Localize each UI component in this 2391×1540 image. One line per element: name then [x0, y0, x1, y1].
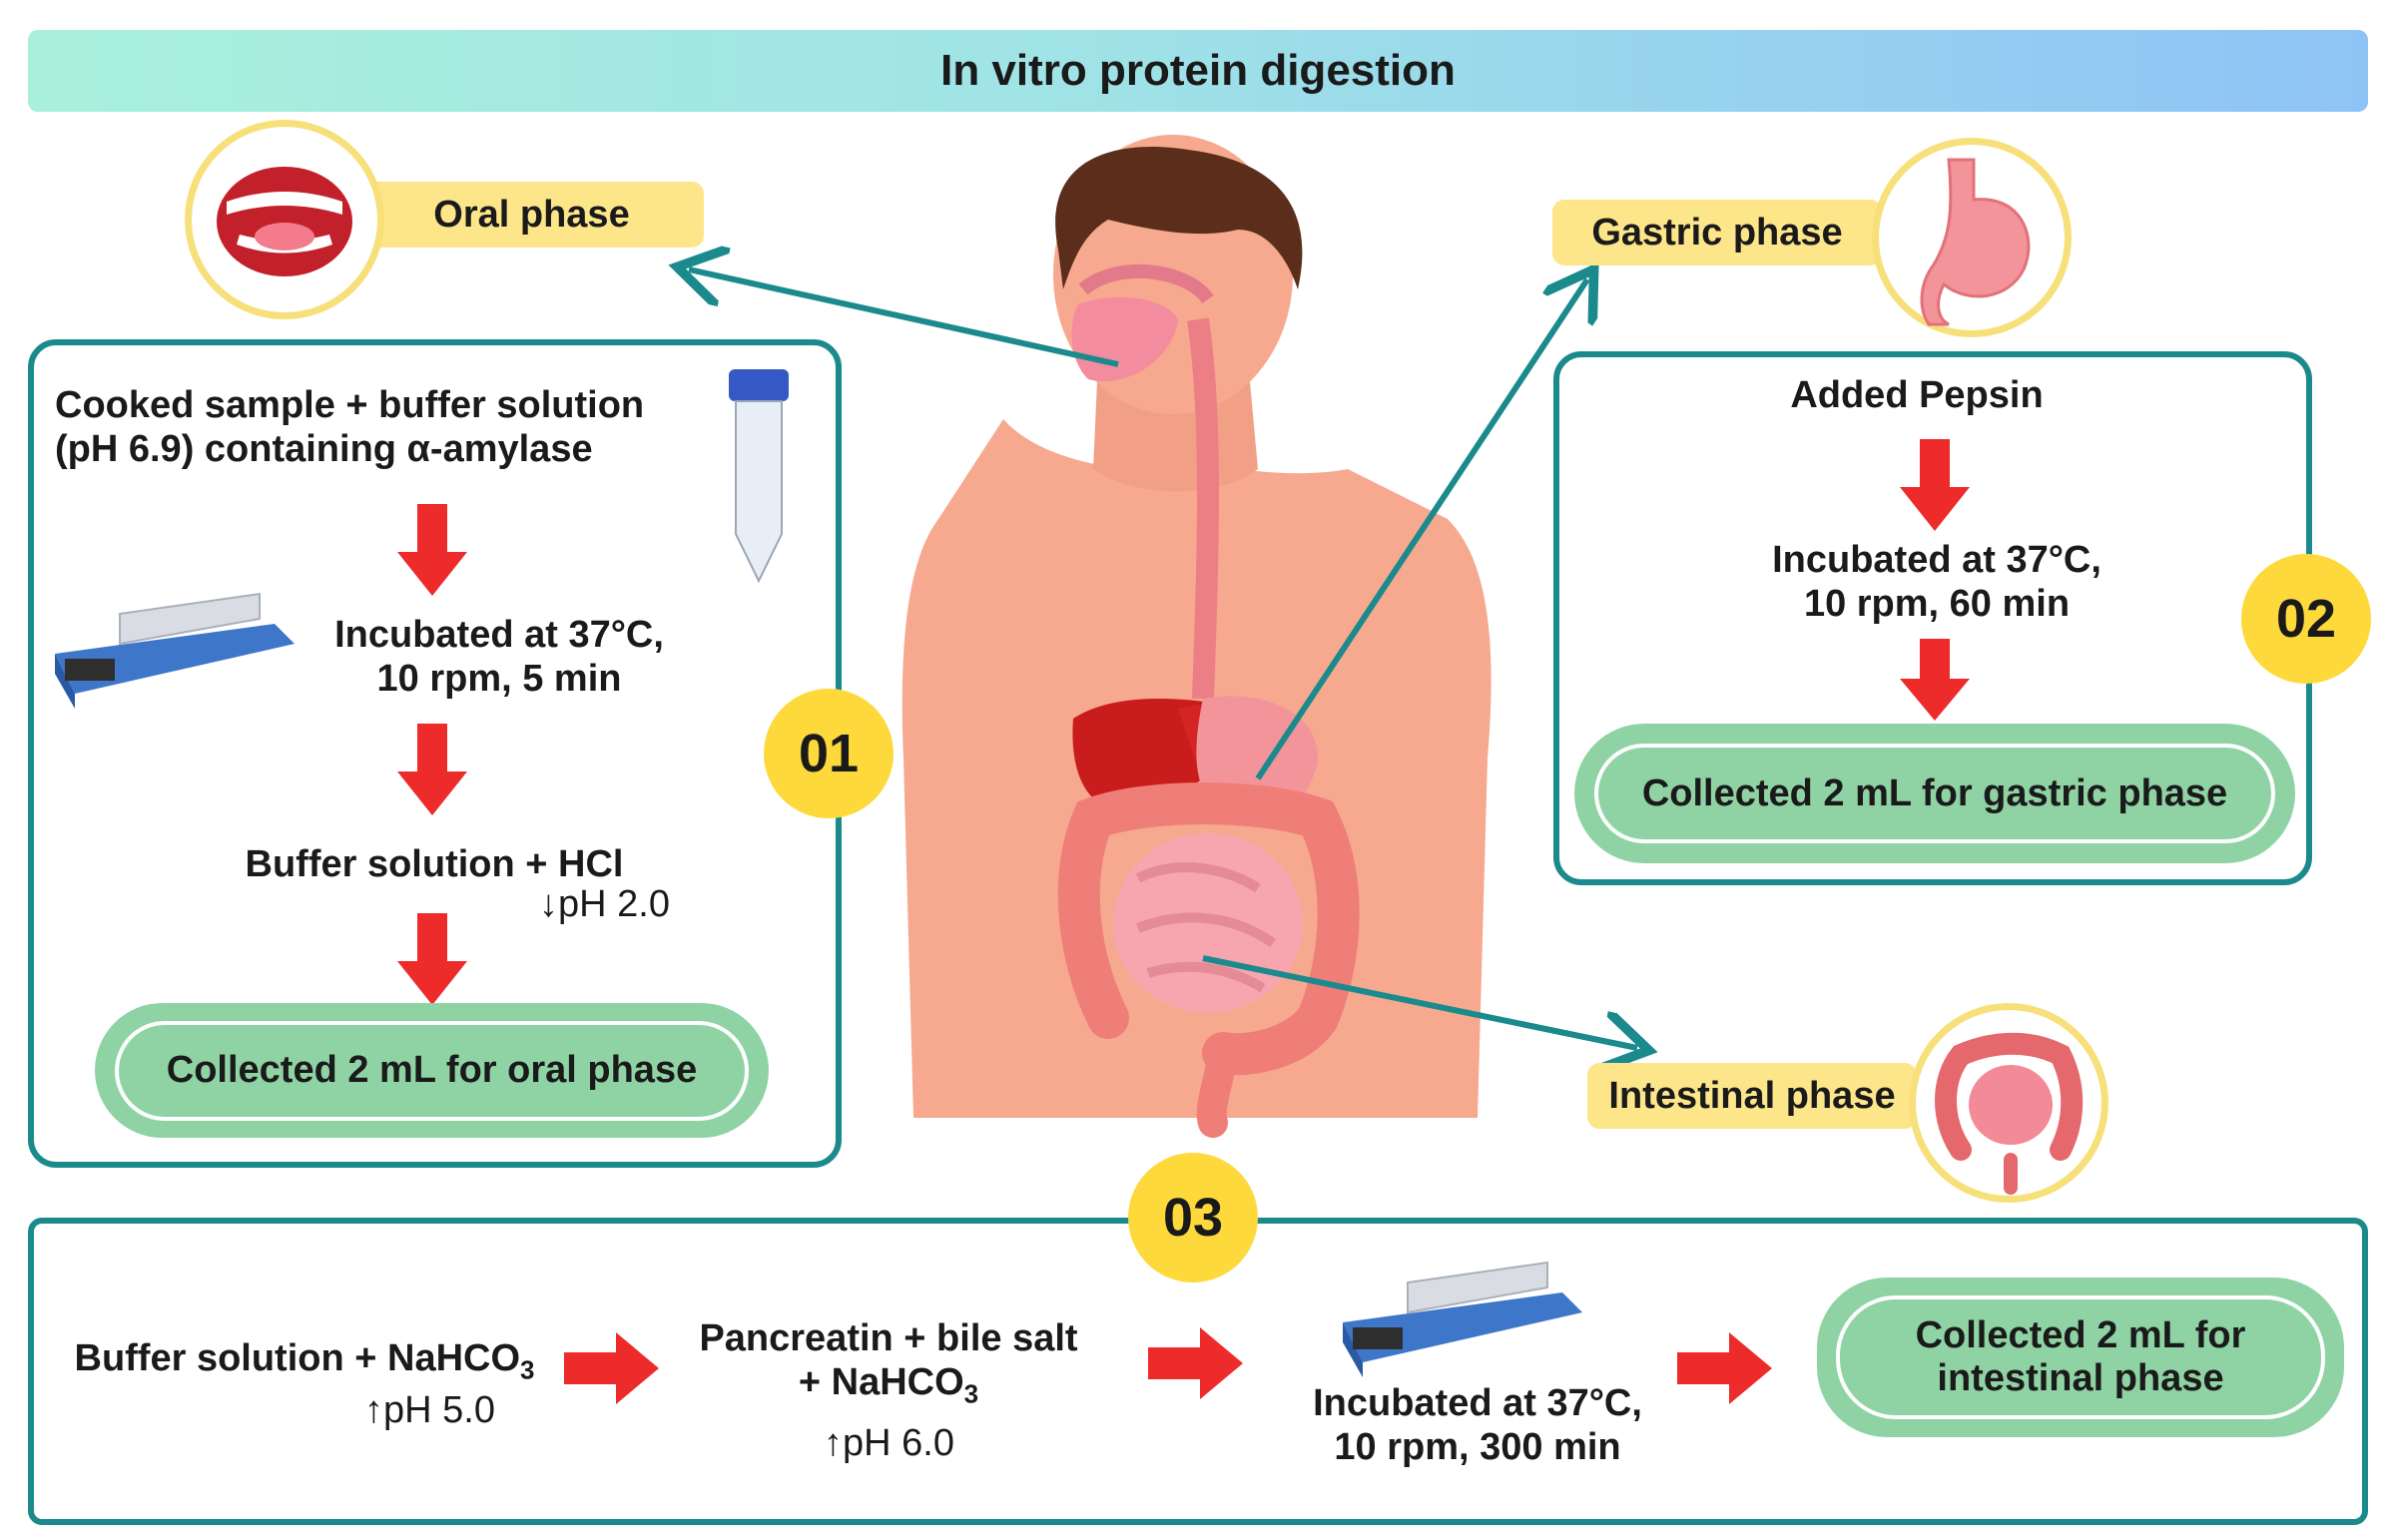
intestinal-step1-ph: ↑pH 5.0 — [364, 1389, 495, 1431]
gastric-arrow-2 — [1900, 639, 1970, 721]
oral-ph-text: ↓pH 2.0 — [539, 883, 670, 925]
oral-sample-text: Cooked sample + buffer solution (pH 6.9)… — [55, 384, 645, 470]
intestinal-collect-pill: Collected 2 mL for intestinal phase — [1817, 1278, 2344, 1437]
intestinal-incubate-text: Incubated at 37°C, 10 rpm, 300 min — [1313, 1382, 1642, 1468]
gastric-phase-label: Gastric phase — [1552, 200, 1882, 265]
gastric-incubate-text: Incubated at 37°C, 10 rpm, 60 min — [1772, 539, 2101, 625]
intestinal-arrow-1 — [564, 1332, 659, 1404]
arrow-oral — [689, 269, 1119, 367]
badge-01: 01 — [764, 689, 894, 818]
large-intestine — [1057, 782, 1360, 1076]
intestine-icon — [1909, 1003, 2108, 1203]
intestinal-step2-ph: ↑pH 6.0 — [824, 1422, 954, 1464]
oral-arrow-3 — [397, 913, 467, 1005]
esophagus — [1187, 317, 1219, 700]
nasal-cavity — [1078, 263, 1214, 304]
hair — [1055, 146, 1303, 289]
gastric-collect-pill: Collected 2 mL for gastric phase — [1574, 724, 2295, 863]
arrow-gastric — [1255, 279, 1587, 780]
shaker-icon — [55, 592, 295, 709]
oral-arrow-2 — [397, 724, 467, 815]
title-bar: In vitro protein digestion — [28, 30, 2368, 112]
oral-arrow-1 — [397, 504, 467, 596]
shaker-icon-2 — [1343, 1261, 1582, 1377]
intestinal-step1-text: Buffer solution + NaHCO3 — [74, 1337, 535, 1385]
stomach-icon — [1872, 138, 2072, 337]
oral-buffer-text: Buffer solution + HCl — [245, 843, 624, 885]
badge-02: 02 — [2241, 554, 2371, 684]
badge-03: 03 — [1128, 1153, 1258, 1283]
rectum — [1196, 1038, 1238, 1138]
falcon-tube-icon — [729, 369, 789, 584]
mouth-icon — [185, 120, 384, 319]
oral-collect-pill: Collected 2 mL for oral phase — [95, 1003, 769, 1138]
intestinal-phase-label: Intestinal phase — [1587, 1063, 1917, 1129]
oral-phase-label: Oral phase — [359, 182, 704, 248]
gastric-added-text: Added Pepsin — [1790, 374, 2044, 416]
intestinal-arrow-3 — [1677, 1332, 1772, 1404]
arrow-intestinal — [1202, 955, 1637, 1048]
oral-incubate-text: Incubated at 37°C, 10 rpm, 5 min — [334, 614, 664, 700]
gastric-arrow-1 — [1900, 439, 1970, 531]
intestinal-arrow-2 — [1148, 1327, 1243, 1399]
intestinal-step2-text: Pancreatin + bile salt + NaHCO3 — [699, 1317, 1078, 1409]
page-title: In vitro protein digestion — [940, 46, 1456, 95]
small-intestine-coils — [1135, 862, 1276, 993]
